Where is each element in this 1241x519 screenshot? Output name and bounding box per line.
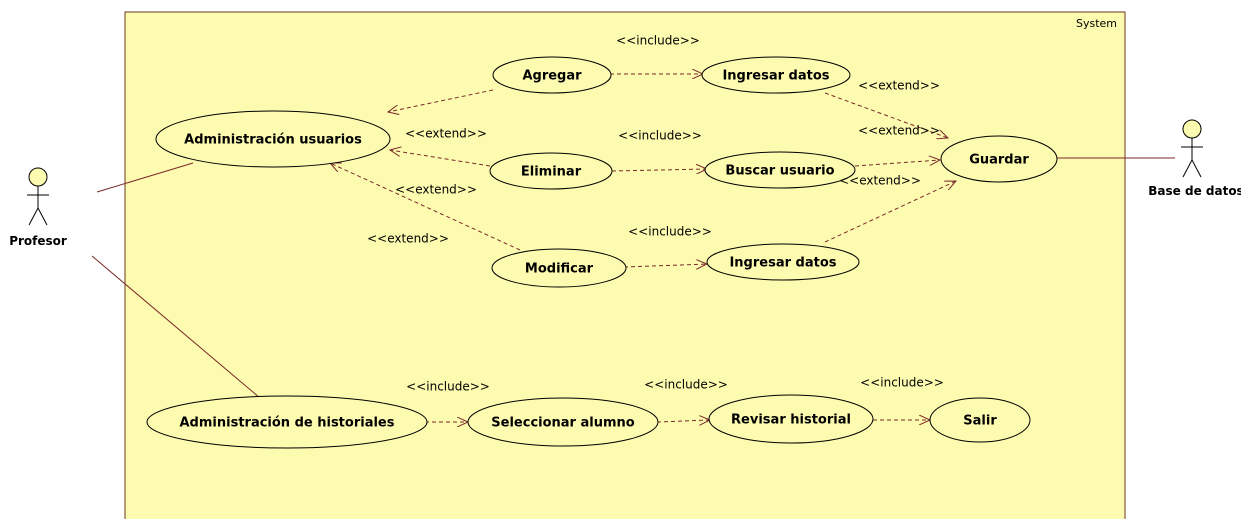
use-case-guardar[interactable] bbox=[940, 135, 1058, 183]
use-case-salir[interactable] bbox=[929, 397, 1031, 443]
rel-eliminar-admin bbox=[390, 150, 491, 167]
label-admin-historiales: Administración de historiales bbox=[180, 416, 395, 431]
label-guardar: Guardar bbox=[969, 153, 1029, 168]
rel-ingresar2-guardar bbox=[824, 181, 956, 243]
stereotype-include-eliminar: <<include>> bbox=[618, 129, 702, 143]
label-seleccionar-alumno: Seleccionar alumno bbox=[491, 416, 635, 431]
rel-ingresar1-guardar bbox=[824, 92, 948, 138]
label-eliminar: Eliminar bbox=[521, 165, 582, 180]
actor-profesor[interactable] bbox=[27, 167, 49, 226]
stereotype-include-revisar: <<include>> bbox=[860, 376, 944, 390]
rel-buscar-guardar bbox=[854, 160, 940, 167]
stereotype-extend-buscar-guardar-bottom: <<extend>> bbox=[839, 174, 921, 188]
use-case-admin-historiales[interactable] bbox=[146, 395, 428, 449]
stereotype-include-historiales: <<include>> bbox=[406, 380, 490, 394]
stereotype-include-modificar: <<include>> bbox=[628, 225, 712, 239]
system-label: System bbox=[1076, 17, 1117, 30]
actor-base-datos[interactable] bbox=[1181, 119, 1203, 178]
use-case-agregar[interactable] bbox=[492, 56, 612, 94]
use-case-seleccionar-alumno[interactable] bbox=[467, 397, 659, 447]
label-agregar: Agregar bbox=[522, 69, 582, 84]
label-buscar-usuario: Buscar usuario bbox=[725, 164, 834, 179]
use-case-modificar[interactable] bbox=[491, 248, 627, 288]
actor-base-datos-label: Base de datos bbox=[1148, 184, 1241, 198]
assoc-profesor-admin-usuarios bbox=[96, 162, 194, 193]
use-case-revisar-historial[interactable] bbox=[708, 394, 874, 444]
use-case-admin-usuarios[interactable] bbox=[155, 110, 391, 168]
actor-profesor-head-icon bbox=[28, 167, 48, 187]
use-case-buscar-usuario[interactable] bbox=[704, 151, 856, 189]
assoc-profesor-admin-historiales bbox=[91, 255, 261, 399]
rel-seleccionar-revisar bbox=[656, 420, 710, 422]
use-case-ingresar-datos-2[interactable] bbox=[706, 243, 860, 281]
stereotype-include-seleccionar: <<include>> bbox=[644, 378, 728, 392]
label-revisar-historial: Revisar historial bbox=[731, 413, 851, 428]
stereotype-extend-buscar-guardar-top: <<extend>> bbox=[858, 124, 940, 138]
use-case-eliminar[interactable] bbox=[489, 152, 613, 190]
label-ingresar-datos-2: Ingresar datos bbox=[729, 256, 836, 271]
stereotype-extend-eliminar-admin: <<extend>> bbox=[405, 127, 487, 141]
actor-base-datos-head-icon bbox=[1182, 119, 1202, 139]
use-case-ingresar-datos-1[interactable] bbox=[701, 56, 851, 94]
rel-eliminar-buscar bbox=[611, 169, 707, 171]
stereotype-extend-modificar-admin: <<extend>> bbox=[395, 183, 477, 197]
actor-profesor-label: Profesor bbox=[9, 234, 67, 248]
stereotype-include-agregar: <<include>> bbox=[616, 34, 700, 48]
rel-agregar-admin bbox=[388, 89, 494, 112]
stereotype-extend-agregar-admin: <<extend>> bbox=[367, 232, 449, 246]
label-salir: Salir bbox=[963, 414, 997, 429]
stereotype-extend-ingresar1-guardar: <<extend>> bbox=[858, 79, 940, 93]
label-ingresar-datos-1: Ingresar datos bbox=[722, 69, 829, 84]
label-admin-usuarios: Administración usuarios bbox=[184, 133, 362, 148]
label-modificar: Modificar bbox=[525, 262, 594, 277]
